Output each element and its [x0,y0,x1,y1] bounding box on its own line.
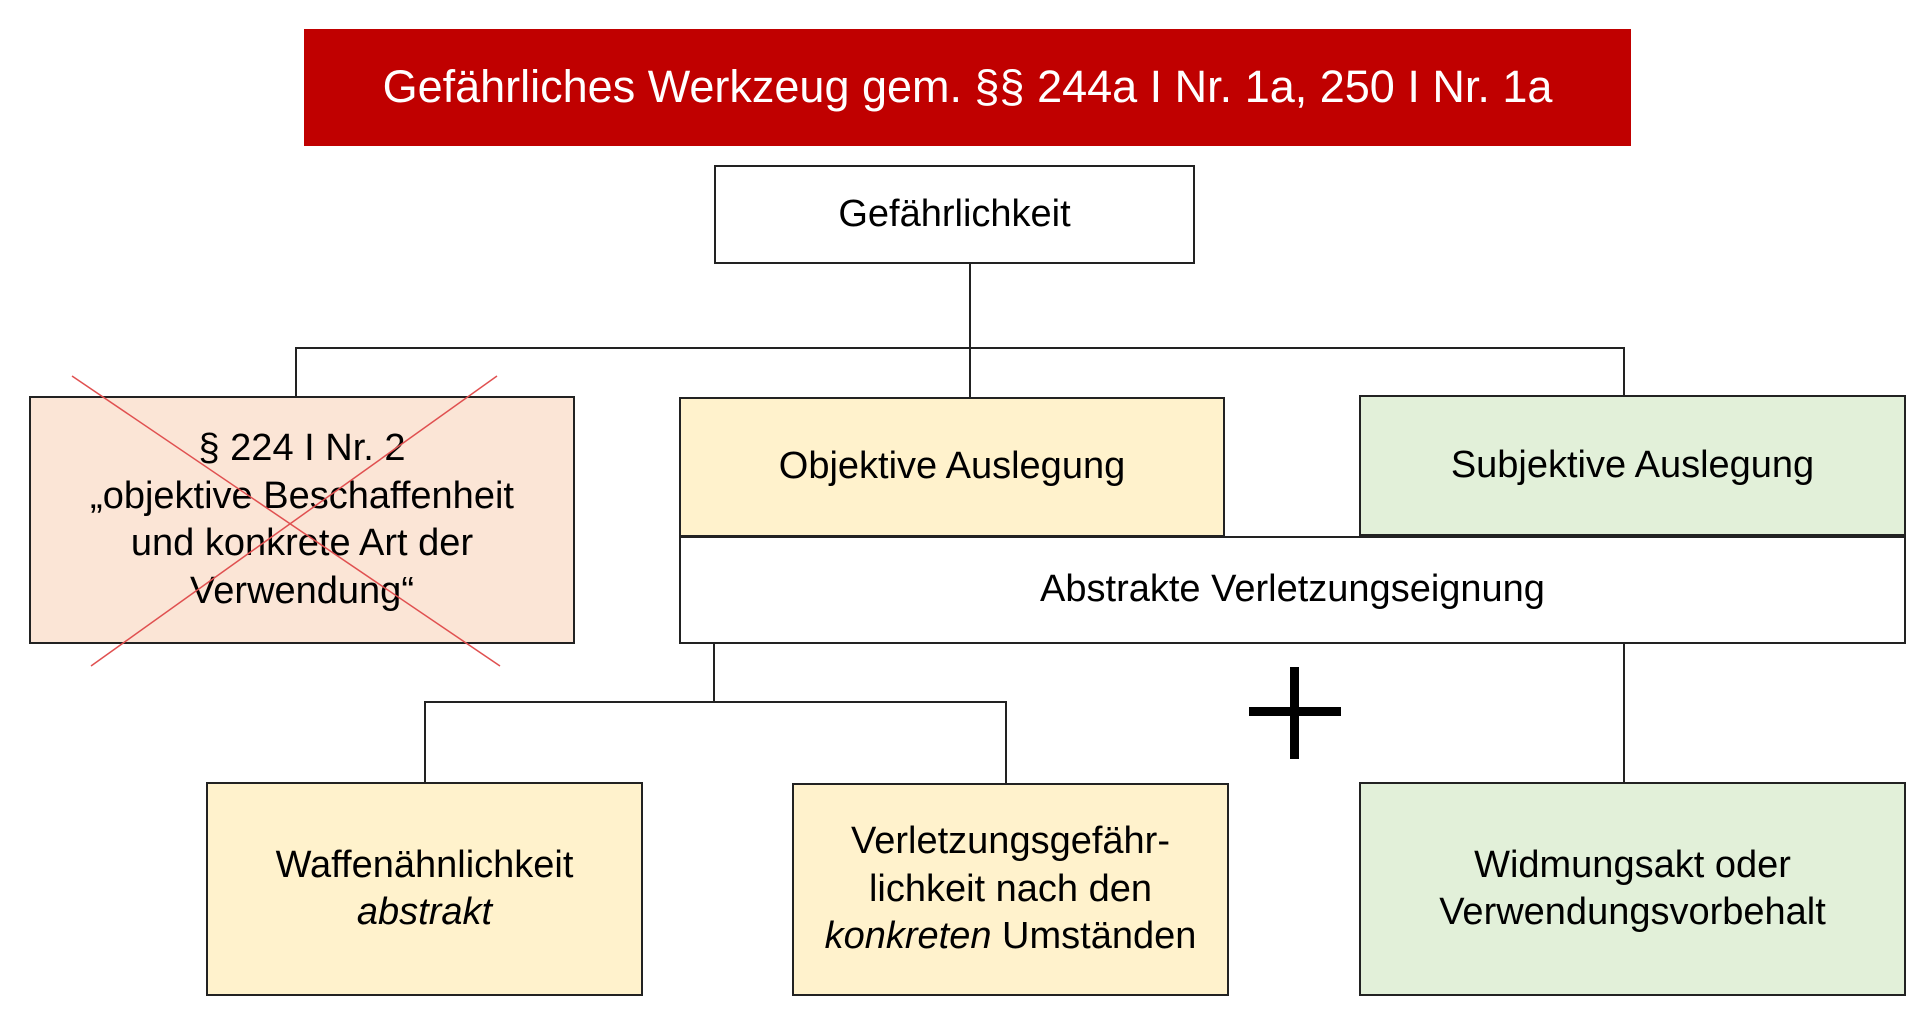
connector-bottom-horizontal [424,701,1007,703]
connector-abstr-down [713,644,715,702]
node-waffenaehnlichkeit: Waffenähnlichkeit abstrakt [206,782,643,996]
node-abstrakte-verletzungseignung-label: Abstrakte Verletzungseignung [1040,568,1545,611]
node-subjektive-auslegung-label: Subjektive Auslegung [1450,443,1815,486]
node-verletzung-line3-italic: konkreten [824,915,992,958]
node-p224: § 224 I Nr. 2 „objektive Beschaffenheit … [29,396,575,644]
connector-to-widmung [1623,644,1625,782]
node-abstrakte-verletzungseignung: Abstrakte Verletzungseignung [679,536,1906,644]
title-text: Gefährliches Werkzeug gem. §§ 244a I Nr.… [382,61,1553,113]
node-waffenaehnlichkeit-line2: abstrakt [356,891,493,933]
title-banner: Gefährliches Werkzeug gem. §§ 244a I Nr.… [304,29,1631,146]
node-verletzung-line2: lichkeit nach den [868,867,1153,910]
node-widmungsakt-line2: Verwendungsvorbehalt [1439,891,1826,933]
node-objektive-auslegung: Objektive Auslegung [679,397,1225,537]
node-waffenaehnlichkeit-line1: Waffenähnlichkeit [275,843,574,886]
node-verletzungsgefaehrlichkeit: Verletzungsgefähr- lichkeit nach den kon… [792,783,1229,996]
node-verletzung-line3: konkreten Umständen [825,913,1197,961]
node-p224-line3: und konkrete Art der [130,522,474,564]
connector-to-waffen [424,701,426,782]
plus-vertical-bar [1290,667,1299,759]
node-p224-line4: Verwendung“ [190,569,414,612]
connector-to-subjektiv [1623,347,1625,395]
node-subjektive-auslegung: Subjektive Auslegung [1359,395,1906,536]
node-objektive-auslegung-label: Objektive Auslegung [778,445,1126,488]
plus-symbol [1245,663,1345,763]
node-verletzung-line1: Verletzungsgefähr- [851,820,1170,863]
connector-to-verletzung [1005,701,1007,783]
node-widmungsakt: Widmungsakt oder Verwendungsvorbehalt [1359,782,1906,996]
node-widmungsakt-line1: Widmungsakt oder [1474,843,1791,886]
node-gefaehrlichkeit: Gefährlichkeit [714,165,1195,264]
node-gefaehrlichkeit-label: Gefährlichkeit [838,192,1071,235]
node-verletzung-line3-rest: Umständen [991,915,1197,958]
connector-to-objektiv [969,347,971,397]
connector-to-p224 [295,347,297,396]
connector-top-horizontal [295,347,1625,349]
node-p224-line1: § 224 I Nr. 2 [198,427,406,469]
node-p224-line2: „objektive Beschaffenheit [90,474,514,517]
connector-gef-down [969,264,971,348]
